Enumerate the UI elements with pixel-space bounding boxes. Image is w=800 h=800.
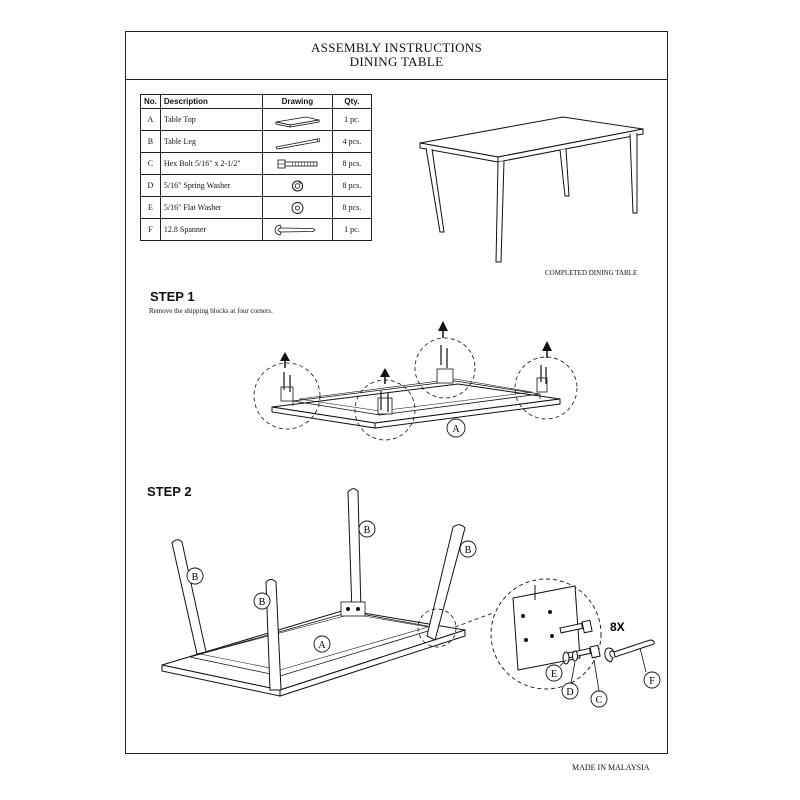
table-top-icon xyxy=(275,116,320,127)
part-qty: 1 pc. xyxy=(331,218,372,241)
completed-table-drawing xyxy=(419,116,644,263)
parts-table: No. Description Drawing Qty. A Table Top… xyxy=(140,94,372,241)
svg-text:D: D xyxy=(566,687,573,698)
callout-c: C xyxy=(590,659,608,708)
svg-text:F: F xyxy=(649,676,655,687)
callout-f: F xyxy=(639,647,661,689)
step1-drawing xyxy=(253,337,578,441)
table-row: A Table Top 1 pc. xyxy=(140,108,372,131)
callout-b-front-right: B xyxy=(253,592,271,610)
step1-heading: STEP 1 xyxy=(150,289,195,304)
document-subtitle: DINING TABLE xyxy=(349,54,444,69)
up-arrow-icon xyxy=(542,341,552,358)
callout-b-back-left: B xyxy=(358,520,376,538)
callout-b-front-left: B xyxy=(186,567,204,585)
table-row: E 5/16" Flat Washer 8 pcs. xyxy=(140,196,372,219)
svg-text:B: B xyxy=(192,572,199,583)
callout-b-back-right: B xyxy=(459,540,477,558)
instruction-sheet: ASSEMBLY INSTRUCTIONS DINING TABLE No. D… xyxy=(125,31,668,772)
callout-a: A xyxy=(313,635,331,653)
svg-text:B: B xyxy=(259,597,266,608)
step2-detail xyxy=(490,578,655,690)
step2-drawing xyxy=(161,488,494,697)
svg-text:E: E xyxy=(551,669,557,680)
step2-heading: STEP 2 xyxy=(147,484,192,499)
step1-instruction: Remove the shipping blocks at four corne… xyxy=(149,307,273,315)
callout-d: D xyxy=(561,661,579,700)
quantity-label: 8X xyxy=(610,620,625,634)
spanner-icon xyxy=(274,224,316,235)
spring-washer-icon xyxy=(291,180,303,191)
table-leg-icon xyxy=(275,137,321,149)
flat-washer-icon xyxy=(291,201,304,214)
callout-e: E xyxy=(545,659,567,682)
svg-text:A: A xyxy=(318,640,326,651)
completed-table-caption: COMPLETED DINING TABLE xyxy=(545,269,638,277)
part-description: 12.8 Spanner xyxy=(159,218,263,241)
table-row: F 12.8 Spanner 1 pc. xyxy=(140,218,372,241)
hex-bolt-icon xyxy=(277,159,318,168)
svg-text:B: B xyxy=(465,545,472,556)
step1-label-a: A xyxy=(446,418,466,438)
origin-footer: MADE IN MALAYSIA xyxy=(572,763,650,772)
up-arrow-icon xyxy=(380,368,390,384)
table-row: D 5/16" Spring Washer 8 pcs. xyxy=(140,174,372,197)
up-arrow-icon xyxy=(438,321,448,338)
svg-text:C: C xyxy=(596,695,603,706)
document-title: ASSEMBLY INSTRUCTIONS xyxy=(310,40,482,55)
up-arrow-icon xyxy=(280,352,290,368)
title-block: ASSEMBLY INSTRUCTIONS DINING TABLE xyxy=(126,32,667,80)
svg-text:B: B xyxy=(364,525,371,536)
part-qty: 8 pcs. xyxy=(331,152,372,175)
table-row: C Hex Bolt 5/16" x 2-1/2" 8 pcs. xyxy=(140,152,372,175)
step1-part-label: A xyxy=(452,424,460,435)
